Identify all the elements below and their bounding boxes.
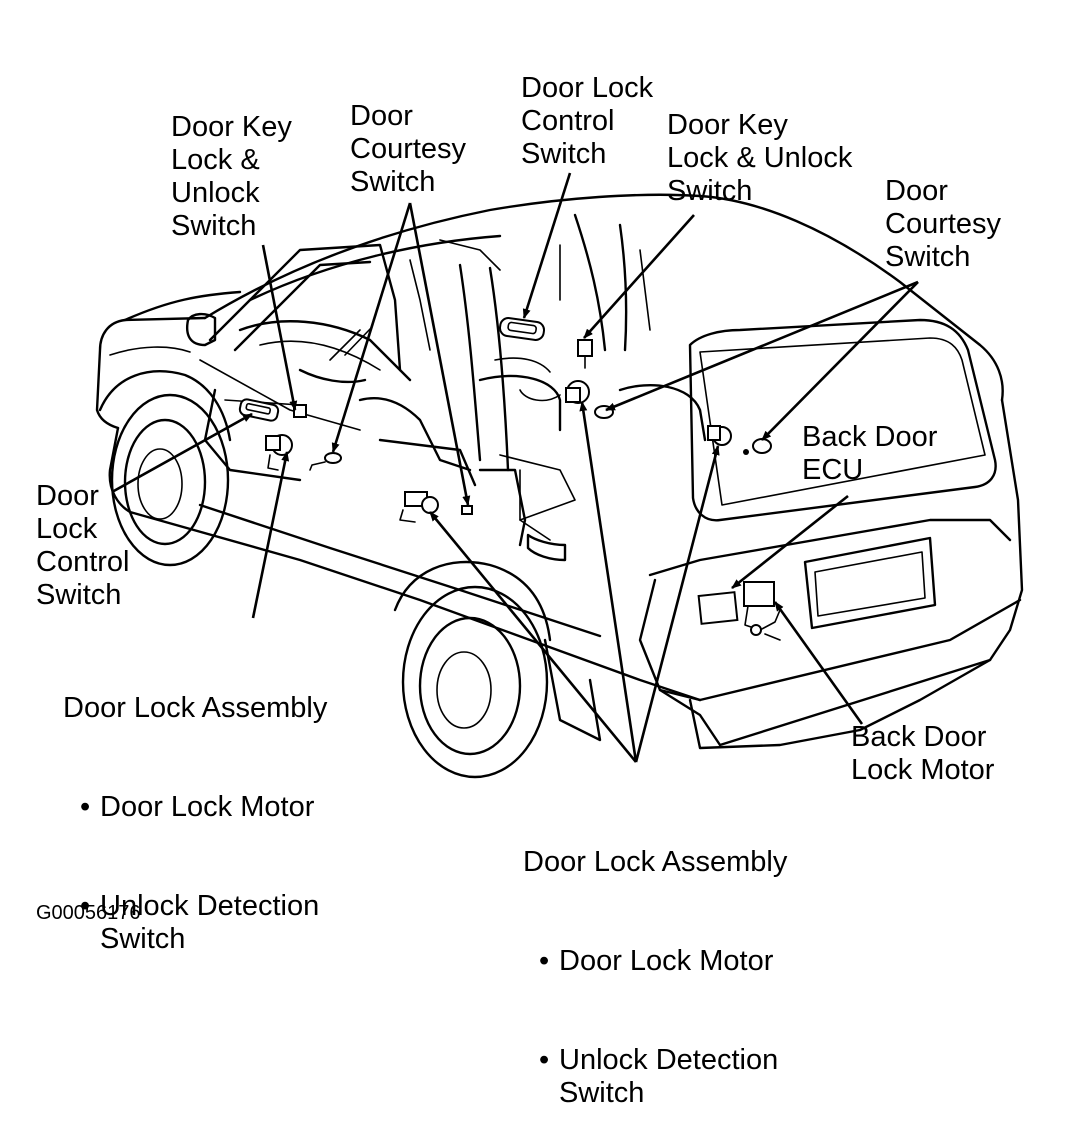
label-door-courtesy-switch-front: Door Courtesy Switch (350, 100, 467, 198)
assembly-front-item-unlock-detection: Unlock Detection Switch (100, 890, 327, 956)
assembly-front-item-motor: Door Lock Motor (100, 791, 327, 824)
rear-wheel (393, 560, 602, 779)
label-door-key-lock-unlock-switch-rear: Door Key Lock & Unlock Switch (667, 109, 853, 207)
component-parts (238, 317, 781, 641)
assembly-rear-item-unlock-detection: Unlock Detection Switch (559, 1044, 787, 1110)
diagram-canvas: Door Key Lock & Unlock Switch Door Court… (0, 0, 1065, 996)
vehicle-illustration (95, 172, 1024, 779)
label-door-lock-control-switch-left: Door Lock Control Switch (36, 480, 130, 611)
label-door-lock-assembly-rear: Door Lock Assembly Door Lock Motor Unloc… (523, 780, 787, 1143)
assembly-rear-item-motor: Door Lock Motor (559, 945, 787, 978)
vehicle-body (95, 193, 1024, 750)
label-door-lock-assembly-front: Door Lock Assembly Door Lock Motor Unloc… (63, 626, 327, 989)
figure-code: G00056176 (36, 902, 141, 924)
label-back-door-ecu: Back Door ECU (802, 421, 938, 486)
assembly-rear-title: Door Lock Assembly (523, 846, 788, 878)
leader-lines (111, 172, 919, 763)
label-door-courtesy-switch-rear: Door Courtesy Switch (885, 175, 1002, 273)
label-door-key-lock-unlock-switch-front: Door Key Lock & Unlock Switch (171, 111, 292, 242)
front-wheel (98, 370, 232, 567)
assembly-front-title: Door Lock Assembly (63, 692, 328, 724)
label-door-lock-control-switch-top: Door Lock Control Switch (521, 72, 654, 170)
label-back-door-lock-motor: Back Door Lock Motor (851, 721, 995, 786)
